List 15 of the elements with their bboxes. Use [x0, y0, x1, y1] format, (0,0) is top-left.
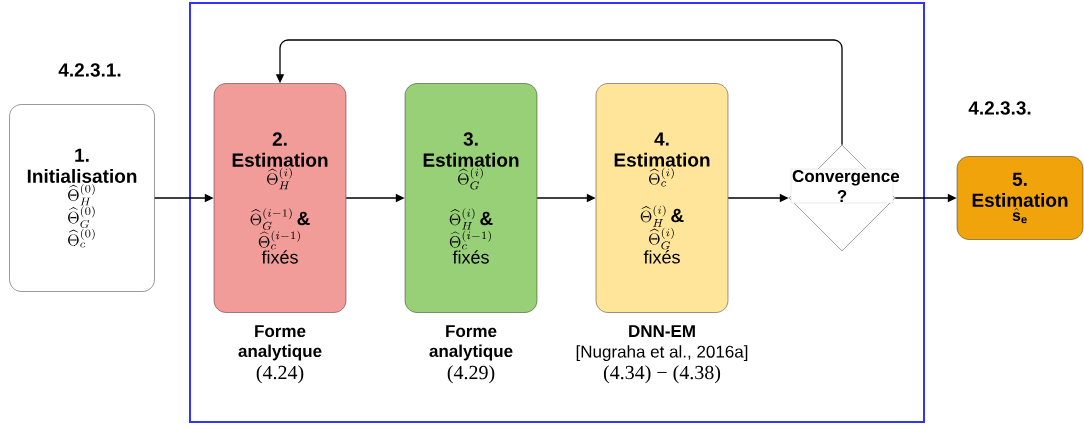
equation-reference: (4.29): [447, 365, 495, 384]
citation-text: [Nugraha et al., 2016a]: [576, 345, 748, 362]
method-label: DNN-EM: [629, 325, 695, 337]
section-number: 4.2.3.1.: [58, 63, 121, 77]
step-box: 1. Initialisation $\widehat{\Theta}^{(0)}_{H}$ $\widehat{\Theta}^{(0)}_{G}$ $\widehat{\Theta}^{(0)}_{c}$: [9, 104, 155, 292]
result-box: 5. Estimation $\hat{\mathbf{s}}_{\mathbf{e}}$: [956, 156, 1084, 240]
section-number: 4.2.3.3.: [968, 101, 1031, 115]
step-box: 2. Estimation $\widehat{\Theta}^{(i)}_{H}$ $\widehat{\Theta}^{(i-1)}_{G}$ & $\widehat{\Theta}^{(i-1)}_{c}$ fixés: [213, 83, 347, 313]
group-frame: [189, 2, 925, 423]
equation-reference: (4.34) − (4.38): [603, 365, 721, 384]
method-label: Forme analytique: [429, 325, 513, 361]
equation-reference: (4.24): [256, 365, 304, 384]
step-box: 3. Estimation $\widehat{\Theta}^{(i)}_{G}$ $\widehat{\Theta}^{(i)}_{H}$ & $\widehat{\Theta}^{(i-1)}_{c}$ fixés: [404, 83, 538, 313]
step-box: 4. Estimation $\widehat{\Theta}^{(i)}_{c}$ $\widehat{\Theta}^{(i)}_{H}$ & $\widehat{\Theta}^{(i)}_{G}$ fixés: [595, 83, 729, 313]
method-label: Forme analytique: [238, 325, 322, 361]
